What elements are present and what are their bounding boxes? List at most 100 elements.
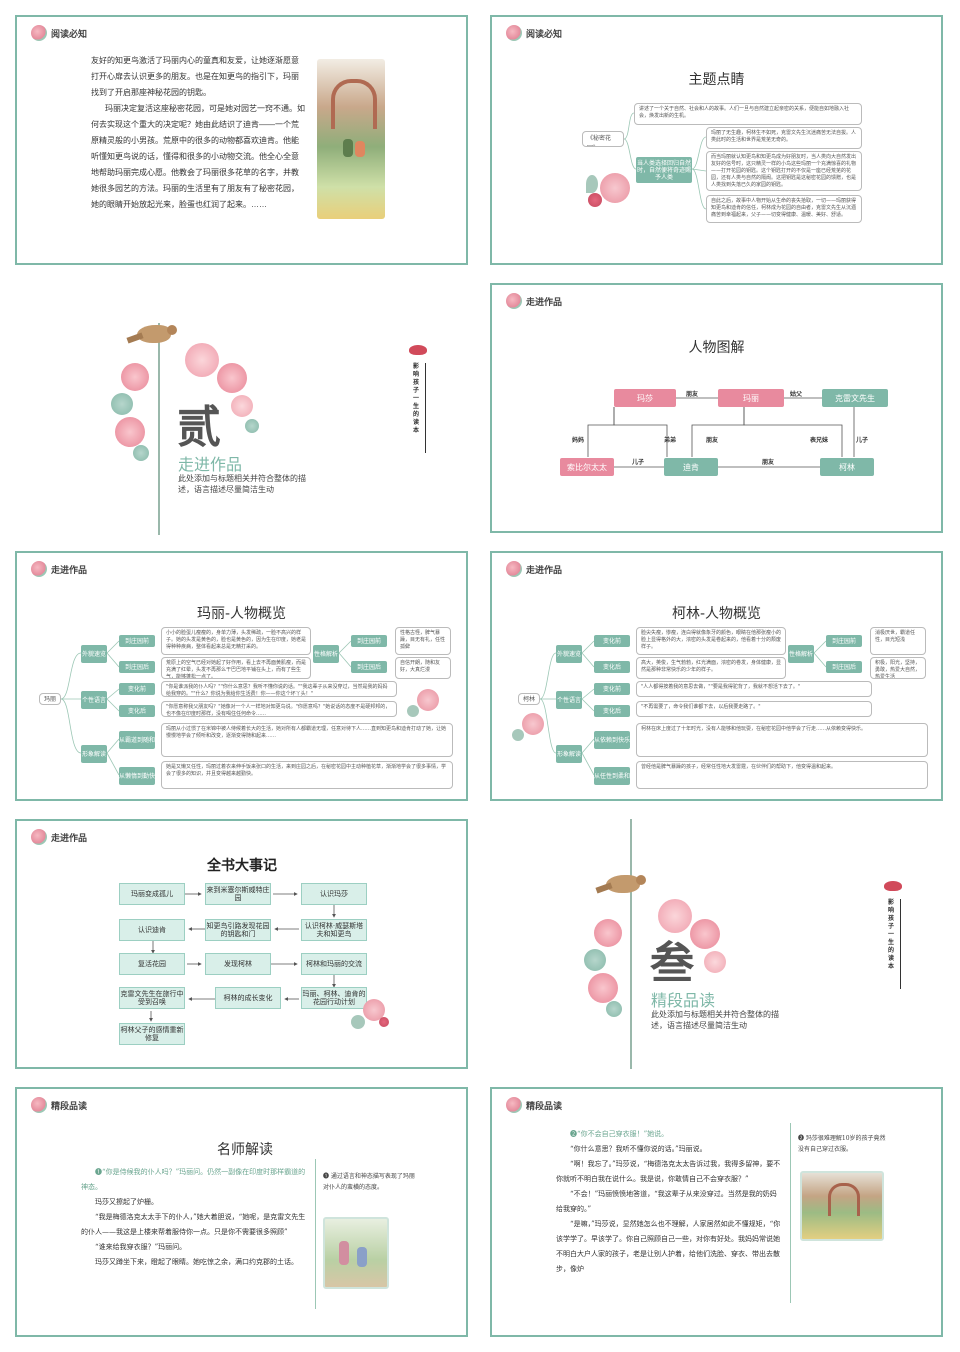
- intro-para-2: 玛丽决定复活这座秘密花园，可是她对园艺一窍不通。如何去实现这个重大的决定呢？她由…: [91, 104, 305, 209]
- event: 来到米塞尔斯威特庄园: [205, 883, 271, 905]
- theme-point-2: 玛丽了无生趣，柯林生不如死，克雷文先生沉迷痛苦无法自拔。人类此时的生活和世界是荒…: [706, 127, 862, 149]
- detail-text: 她是又懒又任性，玛丽过着衣来伸手饭来张口的生活，来到庄园之后，在秘密花园中主动种…: [161, 761, 453, 789]
- sub-label: 变化后: [119, 705, 155, 717]
- detail-text: "不再需要了，命令我们谁都下去，以后我要走路了。": [636, 701, 872, 717]
- sub-label: 变化前: [119, 683, 155, 695]
- slide-read-intro: 阅读必知 友好的知更鸟激活了玛丽内心的童真和友爱，让她逐渐愿意打开心扉去认识更多…: [15, 15, 468, 265]
- flower-icon: [506, 561, 522, 577]
- sub-label: 变化后: [594, 705, 630, 717]
- rel-label: 儿子: [632, 459, 645, 466]
- book-badge: 影响孩子一生的读本: [405, 345, 433, 455]
- garden-illustration: [800, 1171, 884, 1241]
- reading-illustration: [323, 1217, 389, 1289]
- slide-tag: 走进作品: [506, 561, 562, 577]
- bird-illustration: [126, 321, 179, 347]
- sub-label: 到庄园前: [826, 635, 862, 647]
- detail-text: 曾经他是脾气暴躁的孩子，经常任性地大发雷霆，在伙伴们的帮助下，他变得温和起来。: [636, 761, 928, 789]
- event: 玛丽、柯林、迪肯的花园行动计划: [301, 987, 367, 1009]
- detail-text: 高大，英俊，生气勃勃，红光满面，浓密的卷发，身体健康，显然是那种非常快乐的少年的…: [636, 657, 786, 679]
- excerpt-para: “我是梅德洛克太太手下的仆人，”她大着胆说，“她呢，是克雷文先生的仆人——我这是…: [81, 1213, 306, 1236]
- intro-text: 友好的知更鸟激活了玛丽内心的童真和友爱，让她逐渐愿意打开心扉去认识更多的朋友。也…: [91, 53, 305, 213]
- floral-wreath: [578, 879, 738, 1029]
- detail-text: 消极厌世，霸道任性，目光短浅: [870, 627, 926, 655]
- excerpt-para: 玛莎又蹲坐下来，瞪起了眼睛。她吃惊之余，满口约克郡的土话。: [95, 1258, 298, 1266]
- detail-text: "你愿意称我父朋友吗？"她像对一个人一样地对知更鸟说。"你愿意吗？"她说话的态度…: [161, 701, 397, 717]
- node-mary: 玛丽: [718, 389, 784, 407]
- theme-point-4: 自此之后，故事中人物开始从生命的丧失拾取，一切——玛丽获得知更鸟和迪肯的信任，柯…: [706, 195, 862, 223]
- slide-title: 人物图解: [688, 340, 745, 356]
- book-tagline: 影响孩子一生的读本: [413, 363, 420, 434]
- theme-point-1: 讲述了一个关于自然、社会和人的故事。人们一旦与自然建立起亲密的关系，便能自如地融…: [634, 103, 862, 125]
- garden-illustration: [317, 59, 385, 219]
- sub-label: 变化后: [594, 661, 630, 673]
- slide-title: 玛丽-人物概览: [196, 606, 287, 622]
- rel-label: 表兄妹: [810, 437, 829, 444]
- annotation-divider: [790, 1123, 791, 1303]
- rose-decoration: [584, 167, 640, 217]
- detail-text: 积极，阳光，坚持，勇敢，热爱大自然，热爱生活: [870, 657, 926, 679]
- excerpt-para: “谁来给我穿衣服？”玛丽问。: [95, 1243, 187, 1251]
- sub-label: 从依赖到快乐: [594, 731, 630, 749]
- event: 发现柯林: [205, 953, 271, 975]
- slide-tag: 走进作品: [31, 561, 87, 577]
- detail-text: 性格古怪，脾气暴躁，目无有礼，任性孤僻: [395, 627, 451, 655]
- mindmap-root: 玛丽: [39, 693, 61, 705]
- bird-illustration: [595, 871, 648, 897]
- excerpt-para: “是嘛，”玛莎说，显然她怎么也不理解，人家居然如此不懂规矩，“你该学学了。早该学…: [556, 1220, 781, 1273]
- excerpt-para: ❷“你不会自己穿衣服！”她说。: [570, 1130, 669, 1138]
- node-dickon: 迪肯: [664, 458, 718, 476]
- floral-wreath: [105, 323, 265, 473]
- slide-mary-overview: 走进作品 玛丽-人物概览 玛丽 外貌速览 个性语言 形象解读 性格解析 到庄园前…: [15, 551, 468, 801]
- cat-image: 形象解读: [556, 745, 582, 763]
- sub-label: 从霸道到随和: [119, 731, 155, 749]
- theme-branch: 当人类选择回归自然时，自然便将奇迹赐予人类: [636, 157, 692, 183]
- mindmap-lines: [60, 640, 352, 776]
- sub-label: 变化前: [594, 635, 630, 647]
- node-mr-craven: 克雷文先生: [822, 389, 888, 407]
- event-arrows: [149, 892, 336, 1022]
- rel-label: 姑父: [790, 391, 803, 398]
- flower-icon: [506, 293, 522, 309]
- rel-label: 弟弟: [664, 437, 677, 444]
- event: 复活花园: [119, 953, 185, 975]
- rose-decoration: [351, 999, 395, 1035]
- event: 认识玛莎: [301, 883, 367, 905]
- detail-text: 小小的脸蛋儿瘦瘦的，身单力薄，头发稀疏，一脸不高兴的样子。她的头发是黄色的，脸也…: [161, 627, 311, 655]
- rel-label: 朋友: [762, 459, 775, 466]
- slide-tag: 阅读必知: [506, 25, 562, 41]
- sub-label: 变化前: [594, 683, 630, 695]
- slide-excerpt-continued: 精段品读 ❷“你不会自己穿衣服！”她说。 “你什么意思？我听不懂你说的话。”玛丽…: [490, 1087, 943, 1337]
- event: 柯林的成长变化: [215, 987, 281, 1009]
- event: 认识柯林·威瑟斯塔夫和知更鸟: [301, 919, 367, 941]
- excerpt-para: ❶“你是侍候我的仆人吗？”玛丽问。仍然一副像在印度时那样霸道的神态。: [81, 1168, 306, 1191]
- cat-image: 形象解读: [81, 745, 107, 763]
- section-description: 此处添加与标题相关并符合整体的描述，语言描述尽量简洁生动: [651, 1010, 779, 1030]
- sub-label: 到庄园后: [119, 661, 155, 673]
- event: 柯林和玛丽的交流: [301, 953, 367, 975]
- slide-colin-overview: 走进作品 柯林-人物概览 柯林 外貌速览 个性语言 形象解读 性格解析 变化前 …: [490, 551, 943, 801]
- relation-lines: [587, 397, 855, 468]
- slide-title: 柯林-人物概览: [671, 606, 762, 622]
- rel-label: 朋友: [706, 437, 719, 444]
- slide-teacher-reading: 精段品读 名师解读 ❶“你是侍候我的仆人吗？”玛丽问。仍然一副像在印度时那样霸道…: [15, 1087, 468, 1337]
- detail-text: 玛丽从小过惯了在米锦中被人侍候着长大的生活，她对所有人都霸道无理，任意对待下人……: [161, 723, 453, 757]
- annotation-note: ❶ 通过语言和神态描写表现了玛丽对仆人的蛮横的态度。: [323, 1173, 415, 1191]
- slide-tag: 精段品读: [506, 1097, 562, 1113]
- slide-title: 全书大事记: [207, 858, 277, 874]
- excerpt-text: ❷“你不会自己穿衣服！”她说。 “你什么意思？我听不懂你说的话。”玛丽说。 “啊…: [556, 1127, 782, 1277]
- sub-label: 到庄园前: [119, 635, 155, 647]
- event: 柯林父子的感情重新修复: [119, 1023, 185, 1045]
- excerpt-para: 玛莎又擦起了炉栅。: [95, 1198, 158, 1206]
- excerpt-para: “不会！”玛丽愤愤地答道，“我这辈子从来没穿过。当然是我的奶妈给我穿的。”: [556, 1190, 777, 1213]
- detail-text: 自信开朗，随和友好，大真烂漫: [395, 657, 451, 679]
- section-divider-line: [158, 323, 160, 535]
- rel-label: 儿子: [856, 437, 869, 444]
- slide-section-2: 贰 走进作品 此处添加与标题相关并符合整体的描述，语言描述尽量简洁生动 影响孩子…: [15, 283, 468, 535]
- detail-text: 脸尖失瘦，惨瘦，连白得就像象牙的颜色，眼睛在他那张瘦小的脸上显得格外的大，浓密的…: [636, 627, 786, 655]
- node-mrs-sowerby: 索比尔太太: [560, 458, 614, 476]
- section-description: 此处添加与标题相关并符合整体的描述，语言描述尽量简洁生动: [178, 474, 306, 494]
- node-colin: 柯林: [820, 458, 874, 476]
- flower-icon: [31, 829, 47, 845]
- rose-decoration: [407, 689, 447, 723]
- sub-label: 从任性到柔和: [594, 767, 630, 785]
